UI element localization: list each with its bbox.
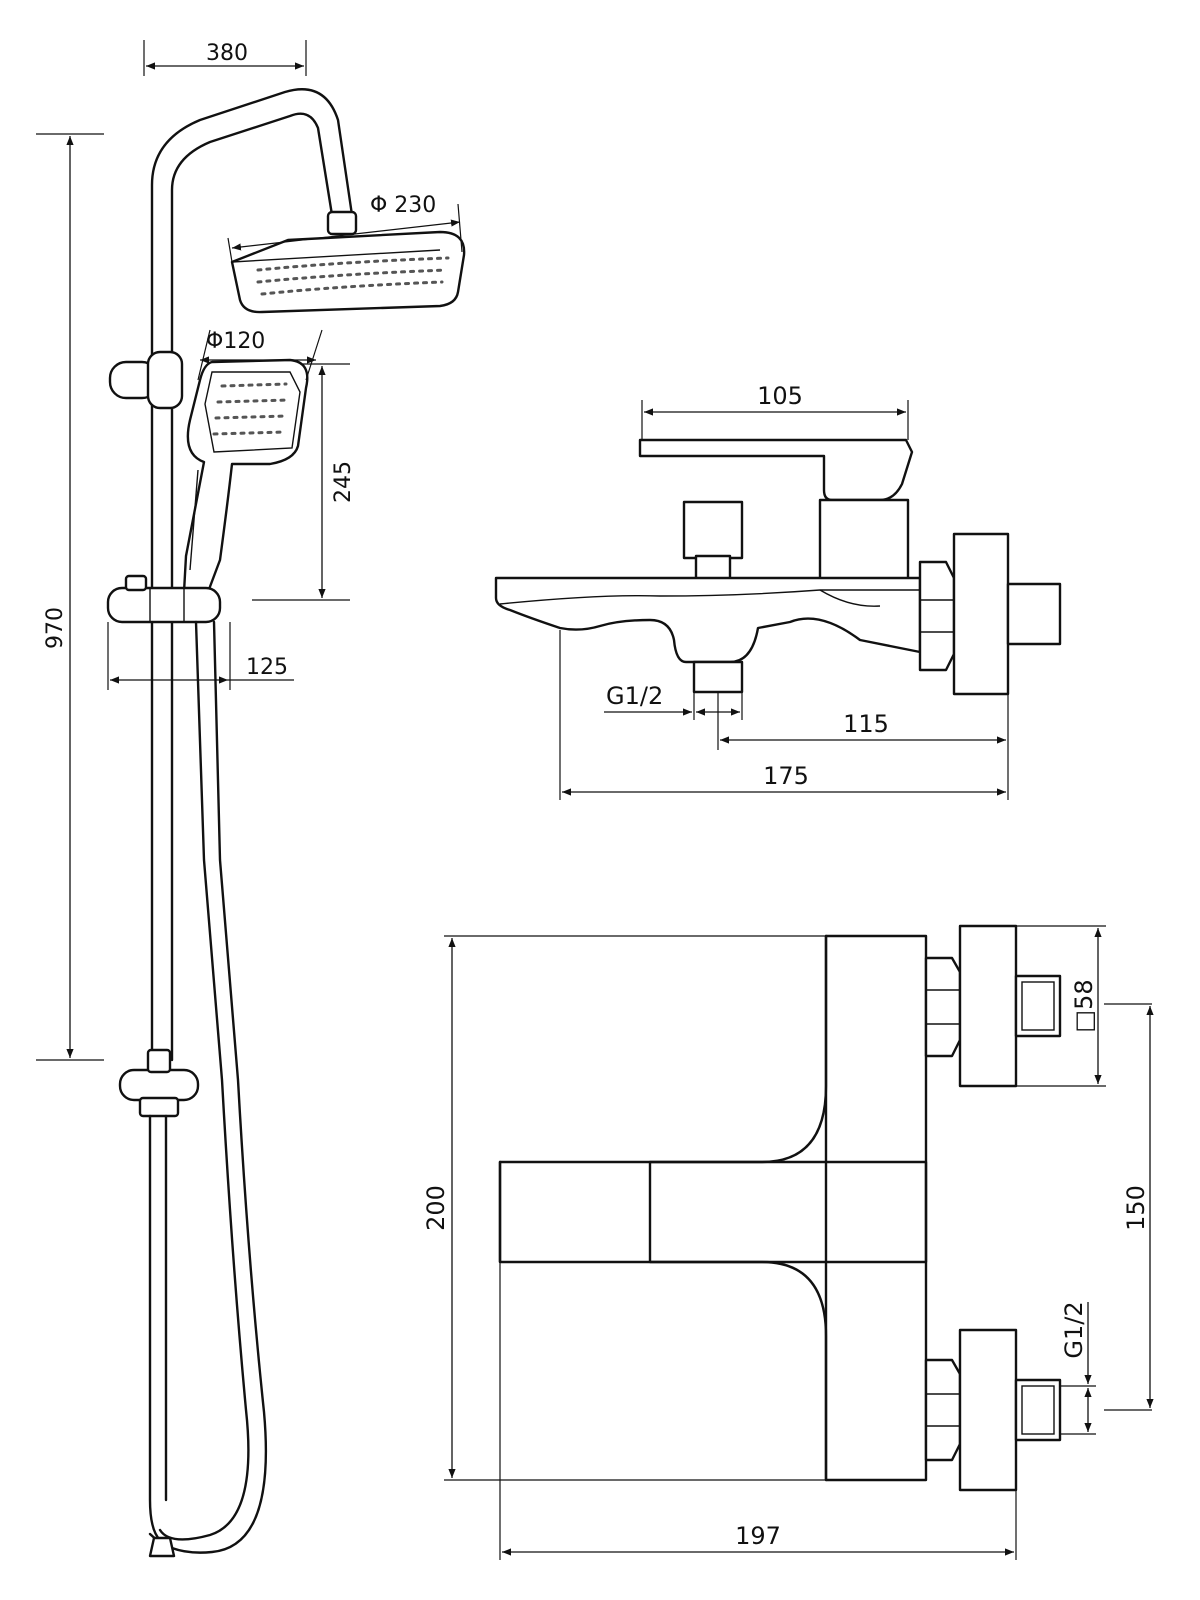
dim-outlet-thread: G1/2 (604, 682, 743, 720)
dim-label-115: 115 (843, 710, 889, 738)
dim-rail-top-width: 380 (143, 40, 307, 76)
bottom-inlet (924, 1328, 1062, 1492)
shower-rail (150, 88, 354, 1062)
upper-holder (108, 350, 184, 410)
hand-shower (182, 358, 309, 594)
dim-label-inlet-thread: G1/2 (1060, 1301, 1088, 1358)
rail-slider (106, 574, 222, 624)
dim-label-outlet-thread: G1/2 (606, 682, 663, 710)
dim-mixer-depth: 175 (559, 630, 1006, 800)
dim-rail-height: 970 (36, 133, 104, 1061)
mixer-side-view: 105 G1/2 115 175 (494, 382, 1062, 800)
shower-set-view: 380 Φ 230 Φ120 245 970 (36, 40, 466, 1558)
dim-label-phi230: Φ 230 (370, 193, 436, 218)
dim-label-245: 245 (331, 461, 356, 503)
dim-hand-diameter: Φ120 (197, 329, 323, 381)
dim-label-58: □58 (1070, 979, 1098, 1032)
dim-label-phi120: Φ120 (206, 329, 265, 354)
dim-label-105: 105 (757, 382, 803, 410)
dim-lever-length: 105 (641, 382, 909, 440)
dim-overhead-diameter: Φ 230 (227, 193, 463, 263)
shower-hose (148, 620, 268, 1554)
dim-mixer-height: 200 (422, 935, 826, 1481)
dim-label-197: 197 (735, 1522, 781, 1550)
dim-label-125: 125 (246, 655, 288, 680)
dim-label-380: 380 (206, 41, 248, 66)
dim-mixer-width: 197 (499, 1262, 1017, 1560)
dim-slider-offset: 125 (107, 622, 294, 690)
dim-label-200: 200 (422, 1185, 450, 1231)
top-inlet (924, 924, 1062, 1088)
dim-outlet-to-wall: 115 (717, 692, 1009, 800)
mixer-front-view: □58 200 150 G1/2 197 (422, 924, 1154, 1560)
dim-label-970: 970 (43, 607, 68, 649)
dim-flange-size: □58 (1016, 925, 1106, 1087)
dim-hand-length: 245 (252, 363, 356, 601)
dim-label-150: 150 (1122, 1185, 1150, 1231)
dim-label-175: 175 (763, 762, 809, 790)
dim-inlet-spacing: 150 (1104, 1003, 1154, 1411)
dim-inlet-thread: G1/2 (1060, 1301, 1096, 1435)
diverter (118, 1048, 200, 1558)
overhead-shower-head (230, 210, 466, 314)
